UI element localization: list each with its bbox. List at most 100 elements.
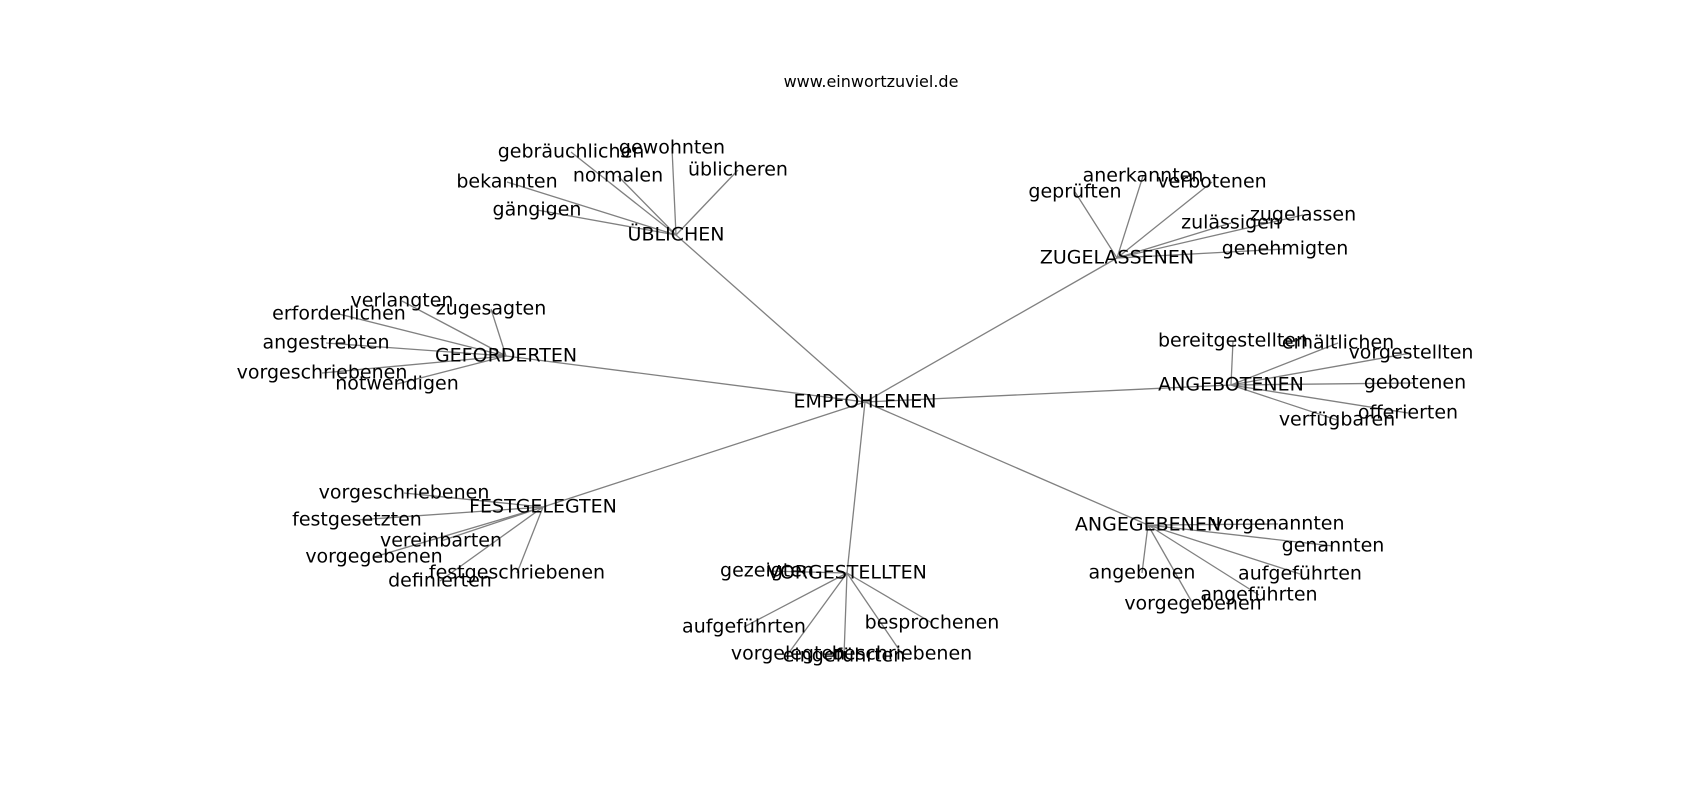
edge-zugelassenen-5 [1116, 248, 1286, 259]
edge-angegebenen-2 [1147, 524, 1301, 575]
leaf-node-festgelegten-5: definierten [388, 570, 492, 592]
edge-zugelassenen-2 [1116, 181, 1213, 259]
edge-ueblichen-1 [671, 147, 677, 236]
leaf-node-vorgestellten-0: gezeigten [720, 560, 814, 582]
edge-angegebenen-1 [1147, 524, 1334, 547]
leaf-node-geforderten-4: vorgeschriebenen [237, 362, 408, 384]
leaf-node-festgelegten-0: vorgeschriebenen [319, 482, 490, 504]
edge-angebotenen-4 [1230, 384, 1409, 414]
edge-zugelassenen-1 [1074, 191, 1118, 259]
edge-festgelegten-1 [356, 506, 544, 521]
leaf-node-festgelegten-3: vorgegebenen [305, 546, 442, 568]
hub-node-festgelegten: FESTGELEGTEN [469, 496, 617, 518]
leaf-node-ueblichen-0: gebräuchlichen [498, 141, 645, 163]
leaf-node-angebotenen-3: gebotenen [1364, 372, 1466, 394]
edge-root-festgelegten [542, 401, 866, 508]
leaf-node-festgelegten-2: vereinbarten [380, 530, 502, 552]
edge-geforderten-2 [490, 308, 507, 357]
leaf-node-angegebenen-5: vorgegebenen [1124, 593, 1261, 615]
edge-root-geforderten [505, 355, 866, 403]
leaf-node-angebotenen-0: bereitgestellten [1158, 330, 1308, 352]
edge-ueblichen-0 [570, 151, 677, 236]
leaf-node-ueblichen-2: normalen [573, 165, 663, 187]
edge-angebotenen-0 [1230, 340, 1234, 386]
leaf-node-angebotenen-5: verfügbaren [1279, 409, 1395, 431]
edge-root-angegebenen [864, 401, 1149, 526]
hub-node-vorgestellten: VORGESTELLTEN [767, 562, 927, 584]
edge-angebotenen-5 [1230, 384, 1338, 421]
edge-vorgestellten-4 [843, 572, 848, 657]
leaf-node-zugelassenen-4: zulässigen [1181, 212, 1281, 234]
leaf-node-zugelassenen-1: geprüften [1028, 181, 1121, 203]
edge-geforderten-3 [325, 342, 507, 357]
edge-zugelassenen-0 [1116, 175, 1144, 259]
leaf-node-angegebenen-2: aufgeführten [1238, 563, 1362, 585]
edge-angegebenen-5 [1147, 524, 1194, 605]
leaf-node-geforderten-1: erforderlichen [272, 303, 406, 325]
edge-zugelassenen-4 [1116, 222, 1232, 259]
edge-angebotenen-1 [1230, 342, 1339, 386]
root-node-label: EMPFOHLENEN [793, 391, 936, 413]
leaf-node-geforderten-3: angestrebten [262, 332, 389, 354]
edge-festgelegten-4 [516, 506, 544, 574]
edge-zugelassenen-3 [1116, 214, 1304, 259]
leaf-node-angebotenen-1: erhältlichen [1282, 332, 1394, 354]
edge-vorgestellten-5 [846, 572, 903, 655]
leaf-node-ueblichen-1: gewohnten [619, 137, 725, 159]
edge-vorgestellten-0 [766, 570, 848, 574]
edge-vorgestellten-2 [846, 572, 933, 624]
hub-node-ueblichen: ÜBLICHEN [628, 223, 725, 246]
edge-geforderten-0 [401, 300, 507, 357]
leaf-node-angegebenen-1: genannten [1282, 535, 1385, 557]
leaf-node-angebotenen-4: offerierten [1358, 402, 1458, 424]
leaf-node-geforderten-0: verlangten [351, 290, 454, 312]
leaf-node-angegebenen-0: vorgenannten [1211, 513, 1344, 535]
leaf-node-zugelassenen-2: verbotenen [1157, 171, 1266, 193]
leaf-node-geforderten-2: zugesagten [436, 298, 547, 320]
leaf-node-zugelassenen-5: genehmigten [1222, 238, 1349, 260]
leaf-node-vorgestellten-1: aufgeführten [682, 616, 806, 638]
leaf-node-geforderten-5: notwendigen [335, 373, 459, 395]
leaf-node-zugelassenen-0: anerkannten [1083, 165, 1204, 187]
edge-ueblichen-5 [536, 209, 677, 236]
edge-vorgestellten-3 [787, 572, 848, 655]
leaf-node-vorgestellten-5: beschriebenen [832, 643, 972, 665]
site-title: www.einwortzuviel.de [783, 72, 959, 91]
edge-festgelegten-0 [403, 492, 544, 508]
edge-angebotenen-3 [1230, 382, 1416, 386]
edge-festgelegten-5 [439, 506, 544, 582]
labels-layer: EMPFOHLENEN ÜBLICHEN gebräuchlichengewohnt… [237, 137, 1474, 667]
leaf-node-vorgestellten-4: eingeführten [783, 645, 906, 667]
leaf-node-ueblichen-4: bekannten [456, 171, 557, 193]
edge-ueblichen-3 [675, 169, 739, 236]
hub-node-angegebenen: ANGEGEBENEN [1075, 514, 1221, 536]
edge-festgelegten-3 [373, 506, 544, 558]
edge-vorgestellten-1 [743, 572, 848, 628]
hub-node-angebotenen: ANGEBOTENEN [1158, 374, 1304, 396]
leaf-node-angegebenen-3: angebenen [1089, 562, 1196, 584]
leaf-node-angebotenen-2: vorgestellten [1349, 342, 1474, 364]
edge-angegebenen-4 [1147, 524, 1260, 596]
leaf-node-ueblichen-5: gängigen [493, 199, 582, 221]
edge-geforderten-5 [396, 355, 507, 385]
edge-geforderten-1 [338, 313, 507, 357]
leaf-node-festgelegten-4: festgeschriebenen [429, 562, 605, 584]
edge-angegebenen-0 [1147, 523, 1279, 526]
edge-root-ueblichen [675, 234, 866, 403]
leaf-node-angegebenen-4: angeführten [1200, 584, 1317, 606]
hub-node-geforderten: GEFORDERTEN [435, 345, 577, 367]
leaf-node-vorgestellten-2: besprochenen [865, 612, 1000, 634]
edge-ueblichen-2 [617, 175, 677, 236]
edge-root-vorgestellten [846, 401, 866, 574]
edge-root-angebotenen [864, 384, 1232, 403]
edges-layer [321, 147, 1416, 657]
leaf-node-zugelassenen-3: zugelassen [1250, 204, 1356, 226]
edge-angegebenen-3 [1141, 524, 1149, 574]
edge-geforderten-4 [321, 355, 507, 374]
edge-angebotenen-2 [1230, 352, 1412, 386]
edge-root-zugelassenen [864, 257, 1118, 403]
edge-ueblichen-4 [506, 181, 677, 236]
hub-node-zugelassenen: ZUGELASSENEN [1040, 247, 1194, 269]
